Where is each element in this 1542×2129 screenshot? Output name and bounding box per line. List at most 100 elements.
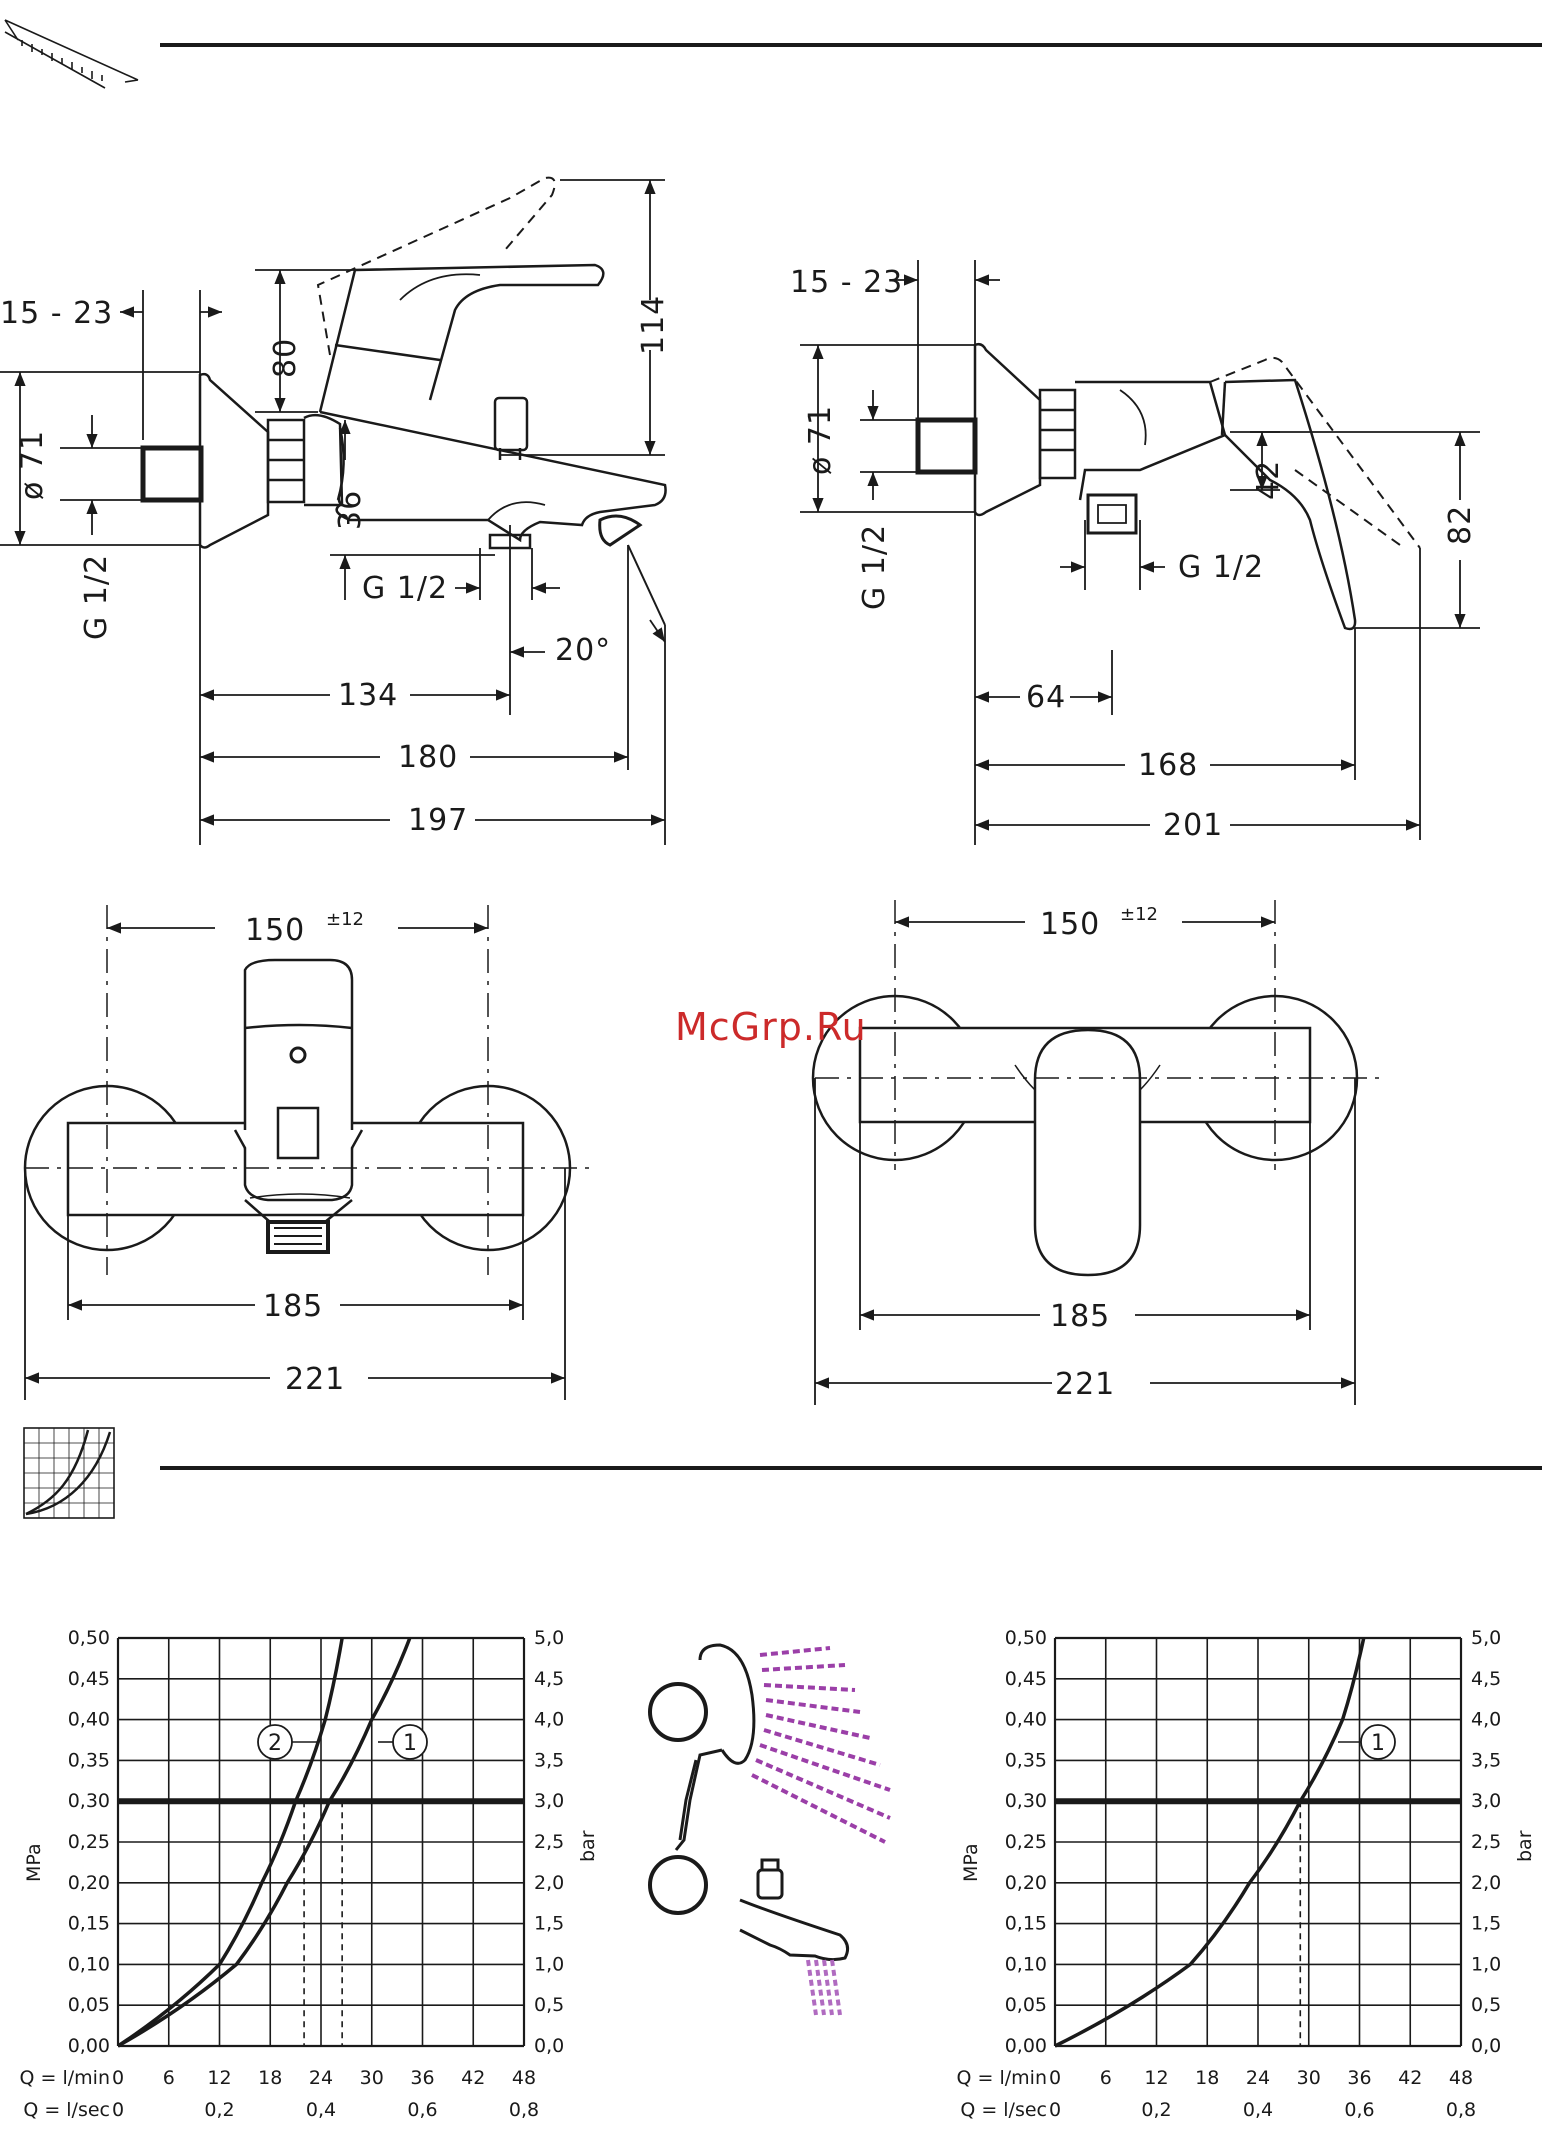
x-lmin-tick-label: 18 [258, 2067, 282, 2089]
dim-42-shower: 42 [1251, 460, 1286, 500]
x-lmin-tick-label: 12 [207, 2067, 231, 2089]
x-lmin-tick-label: 42 [1398, 2067, 1422, 2089]
x-lmin-tick-label: 48 [1449, 2067, 1473, 2089]
y-right-axis-label: bar [577, 1830, 599, 1862]
y-left-tick-label: 0,25 [68, 1831, 110, 1853]
y-right-tick-label: 4,0 [534, 1709, 564, 1731]
bath-mixer-side-view [140, 176, 667, 626]
y-right-tick-label: 1,0 [534, 1953, 564, 1975]
y-left-tick-label: 0,10 [1005, 1953, 1047, 1975]
y-left-tick-label: 0,00 [1005, 2035, 1047, 2057]
y-right-tick-label: 5,0 [534, 1627, 564, 1649]
dim-185-bath-front: 185 [263, 1289, 323, 1324]
y-left-tick-label: 0,35 [68, 1749, 110, 1771]
x-lmin-tick-label: 6 [163, 2067, 175, 2089]
y-left-tick-label: 0,05 [1005, 1994, 1047, 2016]
dim-180-bath: 180 [398, 740, 458, 775]
y-right-tick-label: 1,0 [1471, 1953, 1501, 1975]
y-right-tick-label: 1,5 [534, 1913, 564, 1935]
x-lsec-tick-label: 0,6 [407, 2099, 437, 2121]
y-right-tick-label: 0,5 [534, 1994, 564, 2016]
y-right-tick-label: 4,0 [1471, 1709, 1501, 1731]
dim-15-23-bath: 15 - 23 [0, 296, 113, 331]
flow-chart-icon [23, 1427, 115, 1519]
y-right-tick-label: 3,0 [534, 1790, 564, 1812]
shower-spray-icon [751, 1646, 891, 1844]
y-right-tick-label: 2,5 [1471, 1831, 1501, 1853]
x-lsec-tick-label: 0 [1049, 2099, 1061, 2121]
bath-spout-flow-icon [806, 1959, 842, 2016]
y-right-tick-label: 3,5 [534, 1749, 564, 1771]
x-lsec-axis-label: Q = l/sec [960, 2099, 1047, 2121]
y-left-tick-label: 0,50 [1005, 1627, 1047, 1649]
dim-82-shower: 82 [1443, 505, 1478, 545]
bath-spout-icon [648, 1855, 850, 1962]
dim-201-shower: 201 [1163, 808, 1223, 843]
dim-g12-wall-bath: G 1/2 [79, 554, 114, 640]
dim-tol-bath-front: ±12 [326, 909, 364, 930]
dim-15-23-shower: 15 - 23 [790, 265, 903, 300]
x-lsec-tick-label: 0,4 [1243, 2099, 1273, 2121]
x-lmin-tick-label: 0 [1049, 2067, 1061, 2089]
hand-shower-icon [648, 1643, 756, 1851]
y-right-tick-label: 2,0 [534, 1872, 564, 1894]
x-lmin-tick-label: 18 [1195, 2067, 1219, 2089]
dim-150-shower-front: 150 [1040, 907, 1100, 942]
x-lmin-tick-label: 36 [1347, 2067, 1371, 2089]
y-left-tick-label: 0,25 [1005, 1831, 1047, 1853]
x-lsec-tick-label: 0,2 [204, 2099, 234, 2121]
x-lmin-tick-label: 24 [309, 2067, 333, 2089]
x-lmin-axis-label: Q = l/min [957, 2067, 1047, 2089]
x-lmin-tick-label: 36 [410, 2067, 434, 2089]
y-right-tick-label: 3,0 [1471, 1790, 1501, 1812]
x-lmin-tick-label: 30 [1297, 2067, 1321, 2089]
dim-114-bath: 114 [636, 295, 671, 355]
shower-side-dimension-texts: 15 - 23 ø 71 42 82 G 1/2 G 1/2 64 168 20… [790, 265, 1478, 843]
y-left-tick-label: 0,40 [1005, 1709, 1047, 1731]
x-lsec-axis-label: Q = l/sec [23, 2099, 110, 2121]
dim-20deg-bath: 20° [555, 633, 611, 668]
x-lmin-tick-label: 42 [461, 2067, 485, 2089]
y-right-tick-label: 2,0 [1471, 1872, 1501, 1894]
y-left-tick-label: 0,15 [68, 1913, 110, 1935]
dim-64-shower: 64 [1026, 680, 1066, 715]
x-lsec-tick-label: 0,6 [1344, 2099, 1374, 2121]
y-right-tick-label: 2,5 [534, 1831, 564, 1853]
bath-front-center-lines [25, 905, 590, 1275]
series-callout-label-1: 1 [403, 1731, 417, 1756]
bath-front-dimension-texts: 150 ±12 185 221 [245, 909, 364, 1397]
shower-mixer-front-view [811, 994, 1359, 1277]
dim-185-shower-front: 185 [1050, 1299, 1110, 1334]
y-right-tick-label: 3,5 [1471, 1749, 1501, 1771]
dim-tol-shower-front: ±12 [1120, 904, 1158, 925]
x-lsec-tick-label: 0,2 [1141, 2099, 1171, 2121]
flow-chart-shower: 0,000,050,100,150,200,250,300,350,400,45… [957, 1627, 1536, 2121]
bath-side-dimension-lines [0, 179, 666, 845]
dim-71-shower: ø 71 [803, 405, 838, 475]
series-callout-label-1: 1 [1371, 1731, 1385, 1756]
dim-221-shower-front: 221 [1055, 1367, 1115, 1402]
y-left-tick-label: 0,20 [68, 1872, 110, 1894]
bath-front-dimension-lines [24, 922, 566, 1400]
x-lmin-tick-label: 48 [512, 2067, 536, 2089]
x-lmin-tick-label: 0 [112, 2067, 124, 2089]
x-lsec-tick-label: 0 [112, 2099, 124, 2121]
dim-g12-wall-shower: G 1/2 [857, 524, 892, 610]
y-left-tick-label: 0,45 [68, 1668, 110, 1690]
ruler-icon [4, 19, 139, 89]
shower-front-dimension-lines [814, 916, 1356, 1405]
series-line-1 [117, 1637, 412, 2048]
x-lsec-tick-label: 0,4 [306, 2099, 336, 2121]
dim-134-bath: 134 [338, 678, 398, 713]
dim-36-bath: 36 [333, 490, 368, 530]
y-left-tick-label: 0,00 [68, 2035, 110, 2057]
dim-g12-outlet-shower: G 1/2 [1178, 550, 1264, 585]
series-callout-label-2: 2 [268, 1731, 282, 1756]
bath-mixer-front-view [23, 958, 572, 1254]
y-right-tick-label: 4,5 [534, 1668, 564, 1690]
y-left-axis-label: MPa [23, 1843, 45, 1882]
y-left-tick-label: 0,50 [68, 1627, 110, 1649]
y-left-tick-label: 0,35 [1005, 1749, 1047, 1771]
dim-197-bath: 197 [408, 803, 468, 838]
